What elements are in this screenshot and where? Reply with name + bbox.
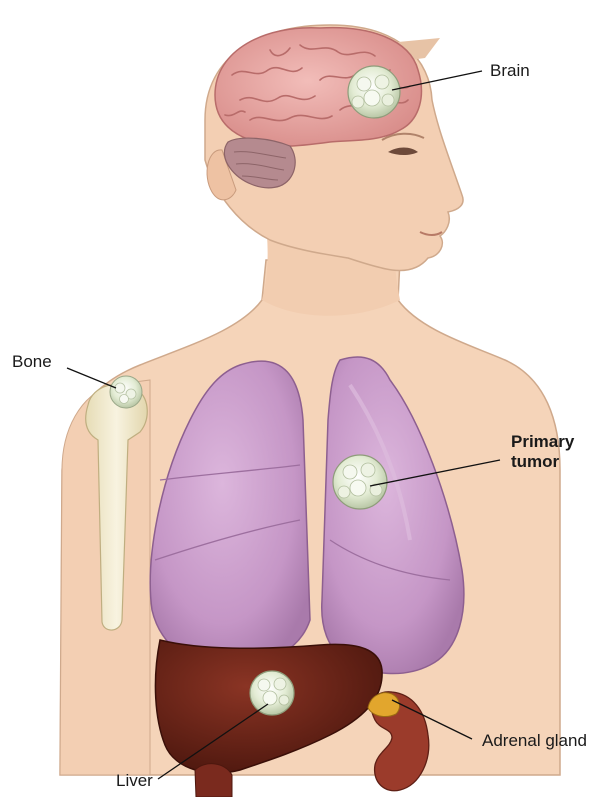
label-liver: Liver [116, 771, 153, 791]
bone-leader [67, 368, 116, 388]
label-primary-line1: Primary [511, 432, 574, 452]
label-brain: Brain [490, 61, 530, 81]
bone-tumor [110, 376, 142, 408]
label-adrenal-gland: Adrenal gland [482, 731, 587, 751]
liver-tumor [250, 671, 294, 715]
label-primary-line2: tumor [511, 452, 559, 472]
label-bone: Bone [12, 352, 52, 372]
primary-tumor [333, 455, 387, 509]
brain-tumor [348, 66, 400, 118]
